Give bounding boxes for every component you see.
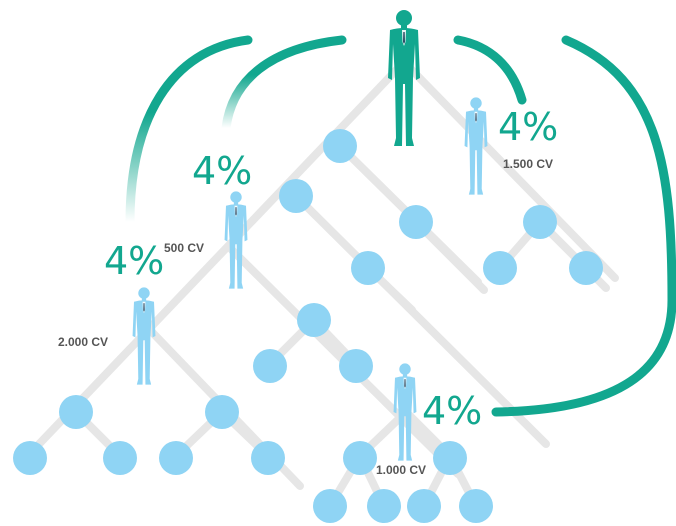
node xyxy=(13,441,47,475)
node xyxy=(253,349,287,383)
cv-label-500: 500 CV xyxy=(164,241,204,255)
node xyxy=(251,441,285,475)
node xyxy=(205,395,239,429)
arc-outer-left xyxy=(125,35,253,227)
person-500-icon xyxy=(224,191,248,289)
node xyxy=(459,489,493,523)
node xyxy=(351,251,385,285)
node xyxy=(313,489,347,523)
node xyxy=(343,441,377,475)
node xyxy=(297,303,331,337)
pct-label-500: 4% xyxy=(192,149,252,193)
node xyxy=(339,349,373,383)
node xyxy=(159,441,193,475)
node xyxy=(279,179,313,213)
cv-label-1000: 1.000 CV xyxy=(376,463,426,477)
arc-small-right xyxy=(453,35,527,105)
node xyxy=(103,441,137,475)
arc-inner-left xyxy=(221,35,347,133)
tree-nodes xyxy=(13,129,603,523)
pct-label-1500: 4% xyxy=(498,105,558,149)
node xyxy=(433,441,467,475)
pct-label-1000: 4% xyxy=(422,389,482,433)
cv-label-2000: 2.000 CV xyxy=(58,335,108,349)
cv-label-1500: 1.500 CV xyxy=(503,157,553,171)
node xyxy=(323,129,357,163)
cv-labels: 1.500 CV 500 CV 2.000 CV 1.000 CV xyxy=(58,157,553,477)
node xyxy=(523,205,557,239)
node xyxy=(407,489,441,523)
percent-labels: 4% 4% 4% 4% xyxy=(104,105,558,433)
node xyxy=(483,251,517,285)
node xyxy=(367,489,401,523)
node xyxy=(569,251,603,285)
commission-arcs xyxy=(125,35,676,417)
pct-label-2000: 4% xyxy=(104,239,164,283)
arc-outer-right xyxy=(491,35,676,417)
node xyxy=(399,205,433,239)
node xyxy=(59,395,93,429)
